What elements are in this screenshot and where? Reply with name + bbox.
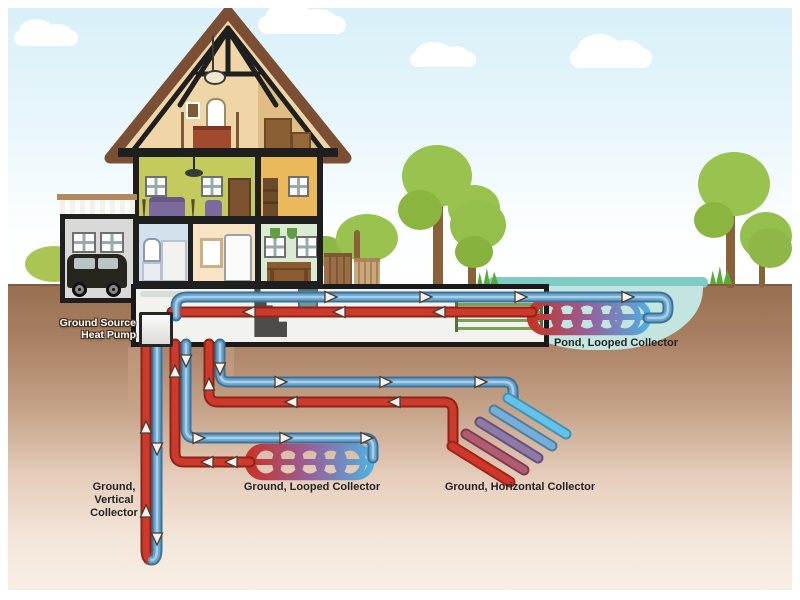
window xyxy=(145,176,167,197)
margin xyxy=(792,0,800,600)
foundation-pier xyxy=(222,347,234,377)
tree-trunk xyxy=(759,252,765,288)
basement-cabinet xyxy=(298,289,318,310)
deck-railing xyxy=(354,258,380,285)
ground-vertical-collector-label: Ground, Vertical Collector xyxy=(90,481,138,520)
garage-window xyxy=(72,232,96,253)
kitchen-cabinets xyxy=(161,240,187,282)
heat-pump-label: Ground Source Heat Pump xyxy=(59,317,136,342)
bookshelf xyxy=(263,178,278,216)
candle-stand xyxy=(236,112,239,148)
heat-pump-unit xyxy=(139,312,173,347)
wall-divider xyxy=(188,224,193,282)
car-window xyxy=(98,258,118,269)
door xyxy=(228,178,251,220)
cloud xyxy=(258,3,346,34)
house-base xyxy=(133,281,323,288)
lamp-cord xyxy=(193,157,195,170)
garage-window xyxy=(100,232,124,253)
hanging-plant xyxy=(270,228,280,239)
tree-canopy xyxy=(455,236,493,268)
storage-boxes xyxy=(264,118,292,152)
window xyxy=(288,176,309,197)
tree-trunk xyxy=(726,210,735,288)
margin xyxy=(0,0,800,8)
table-leg xyxy=(270,270,274,282)
house-wall-right xyxy=(317,155,323,287)
foundation-pier xyxy=(128,347,142,413)
floor-slab xyxy=(133,216,323,224)
cloud xyxy=(410,41,476,67)
window xyxy=(264,236,286,258)
wall-divider xyxy=(255,224,261,282)
bathroom-mirror xyxy=(200,238,223,268)
ceiling-lamp xyxy=(185,169,203,177)
wall-divider xyxy=(255,157,261,216)
tree-canopy xyxy=(398,190,442,230)
car-wheel xyxy=(72,282,87,297)
house-wall-left xyxy=(133,155,139,287)
cloud xyxy=(14,18,78,46)
attic-floor xyxy=(118,148,338,157)
margin xyxy=(0,590,800,600)
cloud xyxy=(570,34,652,68)
tree-canopy xyxy=(694,202,734,238)
table-leg xyxy=(304,270,308,282)
window xyxy=(201,176,223,197)
basement-shelf xyxy=(455,298,543,332)
car-window xyxy=(74,258,95,269)
kitchen-counter xyxy=(142,262,162,282)
balcony-slats xyxy=(60,200,136,214)
ground-looped-collector-label: Ground, Looped Collector xyxy=(243,481,381,493)
balcony-rail xyxy=(57,194,137,200)
margin xyxy=(0,0,8,600)
tree-canopy xyxy=(748,228,792,268)
armchair xyxy=(205,200,222,216)
kitchen-window xyxy=(143,238,161,262)
tree-trunk xyxy=(433,195,443,288)
basement-duct xyxy=(140,291,420,297)
shower-stall xyxy=(224,234,252,282)
window xyxy=(296,236,318,258)
lamp-cord xyxy=(212,36,214,72)
hanging-plant xyxy=(287,228,297,239)
pond-surface xyxy=(488,277,708,288)
hanging-lamp xyxy=(204,70,226,85)
picture-frame xyxy=(186,102,200,119)
car-wheel xyxy=(106,282,121,297)
dining-table xyxy=(267,262,311,282)
candle-stand xyxy=(181,112,184,148)
floor-lamp xyxy=(191,199,195,216)
pond-looped-collector-label: Pond, Looped Collector xyxy=(553,337,679,349)
ground-horizontal-collector-label: Ground, Horizontal Collector xyxy=(444,481,596,493)
floor-lamp xyxy=(142,199,146,216)
